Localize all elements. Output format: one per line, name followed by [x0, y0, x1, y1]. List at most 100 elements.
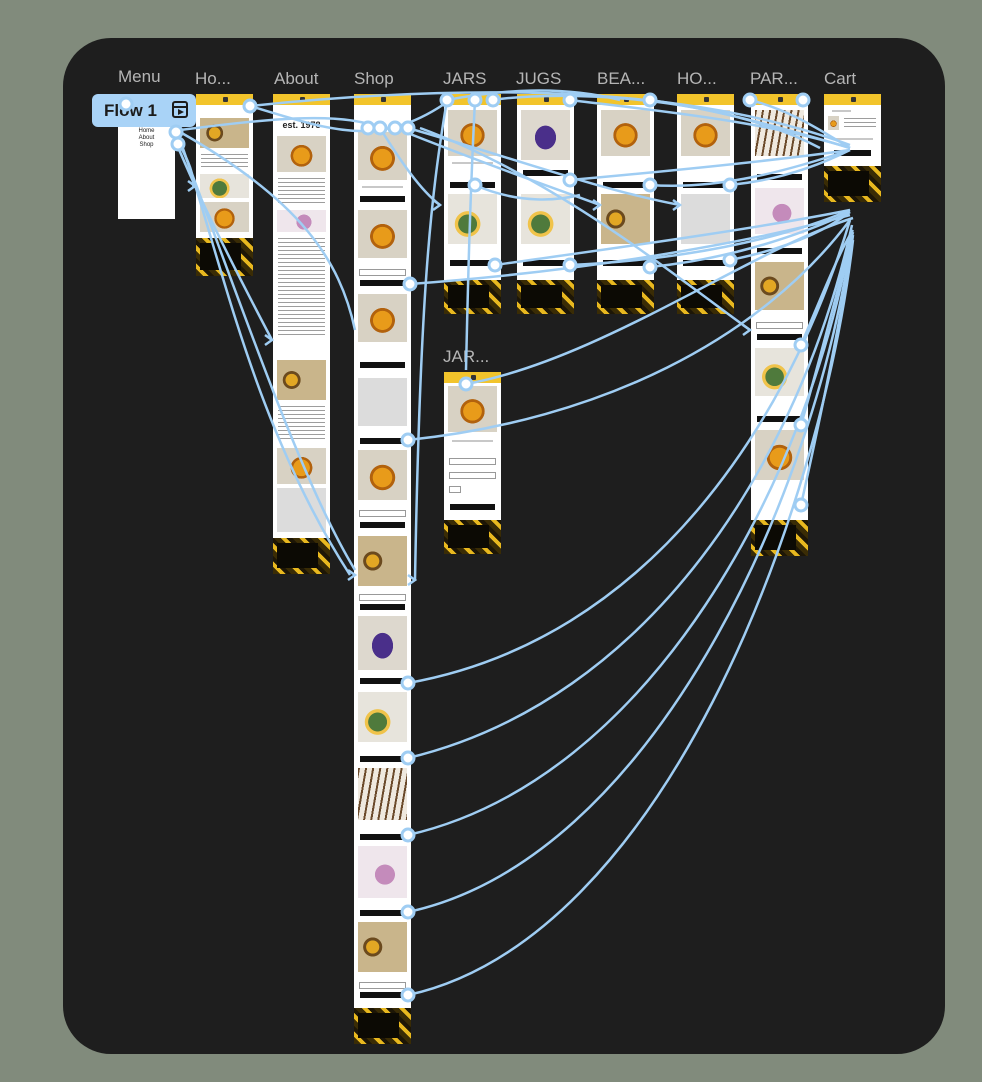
- add-to-cart-button[interactable]: [360, 280, 405, 286]
- add-to-cart-button[interactable]: [360, 522, 405, 528]
- add-to-cart-button[interactable]: [450, 504, 495, 510]
- connection-handle[interactable]: [400, 904, 416, 920]
- frame-shop[interactable]: [354, 94, 411, 1044]
- connection-handle[interactable]: [400, 827, 416, 843]
- add-to-cart-button[interactable]: [360, 910, 405, 916]
- connection-handle[interactable]: [400, 750, 416, 766]
- select-option[interactable]: [359, 269, 406, 276]
- add-to-cart-button[interactable]: [523, 170, 568, 176]
- add-to-cart-button[interactable]: [360, 992, 405, 998]
- add-to-cart-button[interactable]: [603, 182, 648, 188]
- connection-wire: [649, 98, 851, 150]
- frame-about[interactable]: est. 1978: [273, 94, 330, 574]
- add-to-cart-button[interactable]: [757, 248, 802, 254]
- frame-label-shop[interactable]: Shop: [354, 69, 394, 88]
- frame-jar-detail[interactable]: [444, 372, 501, 554]
- connection-handle[interactable]: [467, 177, 483, 193]
- product-image: [448, 386, 497, 432]
- frame-label-honeycomb[interactable]: HO...: [677, 69, 717, 88]
- connection-handle[interactable]: [360, 120, 376, 136]
- connection-arrowhead: [407, 573, 418, 587]
- connection-handle[interactable]: [562, 257, 578, 273]
- frame-label-menu[interactable]: Menu: [118, 67, 161, 86]
- frame-label-home[interactable]: Ho...: [195, 69, 231, 88]
- checkout-button[interactable]: [834, 150, 871, 156]
- connection-wire: [179, 130, 357, 331]
- connection-handle[interactable]: [793, 337, 809, 353]
- connection-wire: [465, 216, 854, 386]
- connection-handle[interactable]: [793, 417, 809, 433]
- connection-handle[interactable]: [242, 98, 258, 114]
- connection-handle[interactable]: [562, 172, 578, 188]
- flow-starting-point[interactable]: Flow 1: [92, 94, 196, 127]
- bears-footer: [597, 280, 654, 314]
- frame-jugs[interactable]: [517, 94, 574, 314]
- add-to-cart-button[interactable]: [603, 260, 648, 266]
- frame-label-jugs[interactable]: JUGS: [516, 69, 562, 88]
- add-to-cart-button[interactable]: [523, 260, 568, 266]
- connection-handle[interactable]: [467, 92, 483, 108]
- add-to-cart-button[interactable]: [757, 334, 802, 340]
- add-to-cart-button[interactable]: [360, 604, 405, 610]
- connection-handle[interactable]: [400, 432, 416, 448]
- connection-wire: [749, 98, 851, 150]
- connection-handle[interactable]: [400, 120, 416, 136]
- connection-handle[interactable]: [400, 987, 416, 1003]
- connection-handle[interactable]: [372, 120, 388, 136]
- connection-handle[interactable]: [170, 136, 186, 152]
- select-size[interactable]: [449, 472, 496, 479]
- connection-wire: [394, 126, 601, 207]
- play-prototype-icon[interactable]: [172, 101, 188, 118]
- quantity-stepper[interactable]: [449, 486, 461, 493]
- connection-handle[interactable]: [793, 497, 809, 513]
- connection-handle[interactable]: [722, 252, 738, 268]
- connection-wire: [569, 148, 851, 182]
- connection-handle[interactable]: [458, 376, 474, 392]
- frame-label-bears[interactable]: BEA...: [597, 69, 646, 88]
- frame-label-party[interactable]: PAR...: [750, 69, 798, 88]
- frame-label-cart[interactable]: Cart: [824, 69, 857, 88]
- frame-label-about[interactable]: About: [274, 69, 319, 88]
- connection-handle[interactable]: [439, 92, 455, 108]
- connection-handle[interactable]: [562, 92, 578, 108]
- add-to-cart-button[interactable]: [450, 260, 495, 266]
- select-option[interactable]: [359, 594, 406, 601]
- connection-wire: [649, 148, 851, 187]
- connection-handle[interactable]: [642, 92, 658, 108]
- connection-handle[interactable]: [485, 92, 501, 108]
- frame-cart[interactable]: [824, 94, 881, 202]
- connection-handle[interactable]: [722, 177, 738, 193]
- connection-handle[interactable]: [642, 177, 658, 193]
- select-option[interactable]: [359, 510, 406, 517]
- connection-handle[interactable]: [168, 124, 184, 140]
- menu-item-home[interactable]: Home: [138, 128, 155, 134]
- add-to-cart-button[interactable]: [360, 362, 405, 368]
- view-options-button[interactable]: [360, 196, 405, 202]
- connection-handle[interactable]: [402, 276, 418, 292]
- select-option[interactable]: [359, 982, 406, 989]
- add-to-cart-button[interactable]: [360, 438, 405, 444]
- add-to-cart-button[interactable]: [683, 260, 728, 266]
- jugs-footer: [517, 280, 574, 314]
- add-to-cart-button[interactable]: [360, 834, 405, 840]
- connection-handle[interactable]: [387, 120, 403, 136]
- connection-handle[interactable]: [642, 259, 658, 275]
- connection-handle[interactable]: [742, 92, 758, 108]
- add-to-cart-button[interactable]: [360, 678, 405, 684]
- connection-wire: [474, 183, 581, 201]
- frame-label-jars[interactable]: JARS: [443, 69, 487, 88]
- connection-wire: [407, 229, 854, 837]
- select-option[interactable]: [756, 322, 803, 329]
- frame-party[interactable]: [751, 94, 808, 556]
- connection-wire: [799, 234, 855, 506]
- add-to-cart-button[interactable]: [360, 756, 405, 762]
- connection-handle[interactable]: [400, 675, 416, 691]
- connection-handle[interactable]: [795, 92, 811, 108]
- connection-handle[interactable]: [118, 96, 134, 112]
- connection-handle[interactable]: [487, 257, 503, 273]
- menu-item-about[interactable]: About: [138, 135, 155, 141]
- menu-item-shop[interactable]: Shop: [139, 142, 154, 148]
- add-to-cart-button[interactable]: [757, 416, 802, 422]
- select-flavor[interactable]: [449, 458, 496, 465]
